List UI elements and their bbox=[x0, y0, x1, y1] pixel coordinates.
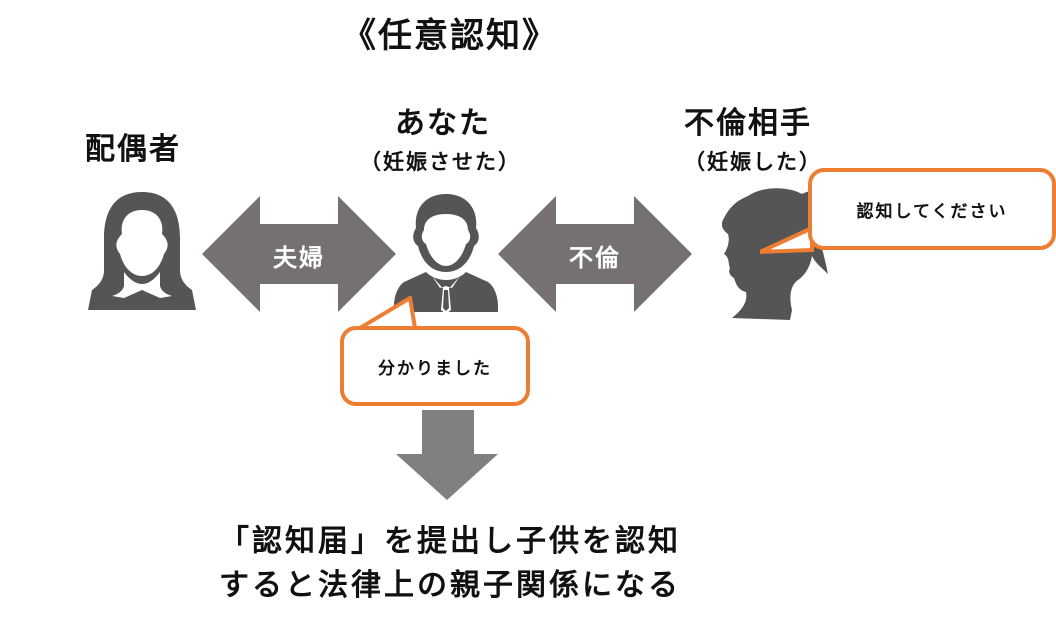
spouse-label: 配偶者 bbox=[85, 132, 181, 167]
relation-label-affair: 不倫 bbox=[569, 244, 621, 272]
double-arrow-icon bbox=[498, 196, 692, 312]
businessman-user-icon bbox=[394, 194, 498, 314]
partner-sublabel: （妊娠した） bbox=[684, 150, 822, 174]
you-sublabel: （妊娠させた） bbox=[360, 150, 521, 174]
partner-label: 不倫相手 bbox=[684, 106, 812, 141]
double-arrow-icon bbox=[202, 196, 396, 312]
conclusion-text: 「認知届」を提出し子供を認知 すると法律上の親子関係になる bbox=[150, 520, 750, 608]
diagram-title: 《任意認知》 bbox=[342, 16, 558, 56]
ponytail-woman-silhouette-icon bbox=[721, 188, 828, 320]
you-speech-bubble: 分かりました bbox=[340, 326, 530, 406]
down-arrow-icon bbox=[396, 410, 498, 500]
conclusion-line-2: すると法律上の親子関係になる bbox=[219, 568, 681, 603]
woman-user-icon bbox=[88, 192, 196, 310]
conclusion-line-1: 「認知届」を提出し子供を認知 bbox=[219, 524, 681, 559]
relation-label-married: 夫婦 bbox=[273, 244, 325, 272]
partner-speech-bubble: 認知してください bbox=[808, 168, 1056, 250]
you-label: あなた bbox=[395, 106, 491, 141]
